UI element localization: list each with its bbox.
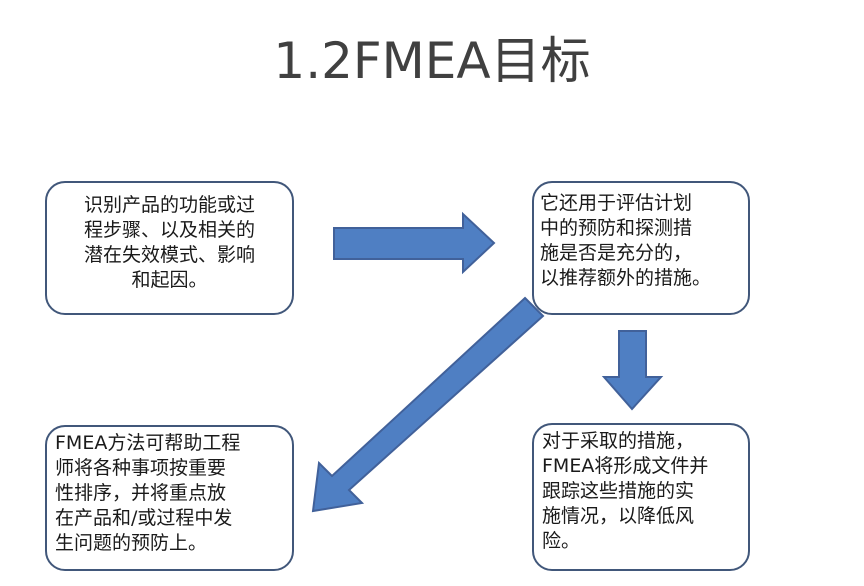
box-text-line: FMEA将形成文件并 — [542, 455, 709, 477]
box-text-line: 跟踪这些措施的实 — [542, 480, 695, 502]
box-text-line: 以推荐额外的措施。 — [540, 267, 712, 289]
box-text-line: 险。 — [542, 530, 581, 552]
box-text-line: 在产品和/或过程中发 — [55, 507, 233, 529]
box-text-line: 施情况，以降低风 — [542, 505, 695, 527]
page-title: 1.2FMEA目标 — [273, 32, 591, 90]
arrow-down-icon — [601, 330, 664, 411]
box-identify-failure-modes: 识别产品的功能或过 程步骤、以及相关的 潜在失效模式、影响 和起因。 — [45, 181, 294, 315]
box-text-line: 程步骤、以及相关的 — [83, 219, 255, 241]
box-document-actions: 对于采取的措施， FMEA将形成文件并 跟踪这些措施的实 施情况，以降低风 险。 — [532, 423, 750, 571]
box-text-line: 师将各种事项按重要 — [55, 457, 227, 479]
box-text-line: 中的预防和探测措 — [540, 217, 693, 239]
box-text-line: 它还用于评估计划 — [540, 192, 693, 214]
box-text-line: 识别产品的功能或过 — [83, 194, 255, 216]
box-text-line: 性排序，并将重点放 — [55, 482, 227, 504]
box-text-line: FMEA方法可帮助工程 — [55, 432, 241, 454]
box-text-line: 施是否是充分的， — [540, 242, 693, 264]
box-prioritize-issues: FMEA方法可帮助工程 师将各种事项按重要 性排序，并将重点放 在产品和/或过程… — [45, 425, 294, 571]
box-text-line: 潜在失效模式、影响 — [83, 244, 255, 266]
arrow-right-icon — [333, 211, 496, 275]
box-text-line: 和起因。 — [131, 269, 208, 291]
box-text-line: 生问题的预防上。 — [55, 532, 208, 554]
box-text-line: 对于采取的措施， — [542, 430, 695, 452]
arrow-diagonal-icon — [311, 296, 545, 513]
box-evaluate-controls: 它还用于评估计划 中的预防和探测措 施是否是充分的， 以推荐额外的措施。 — [532, 181, 750, 315]
